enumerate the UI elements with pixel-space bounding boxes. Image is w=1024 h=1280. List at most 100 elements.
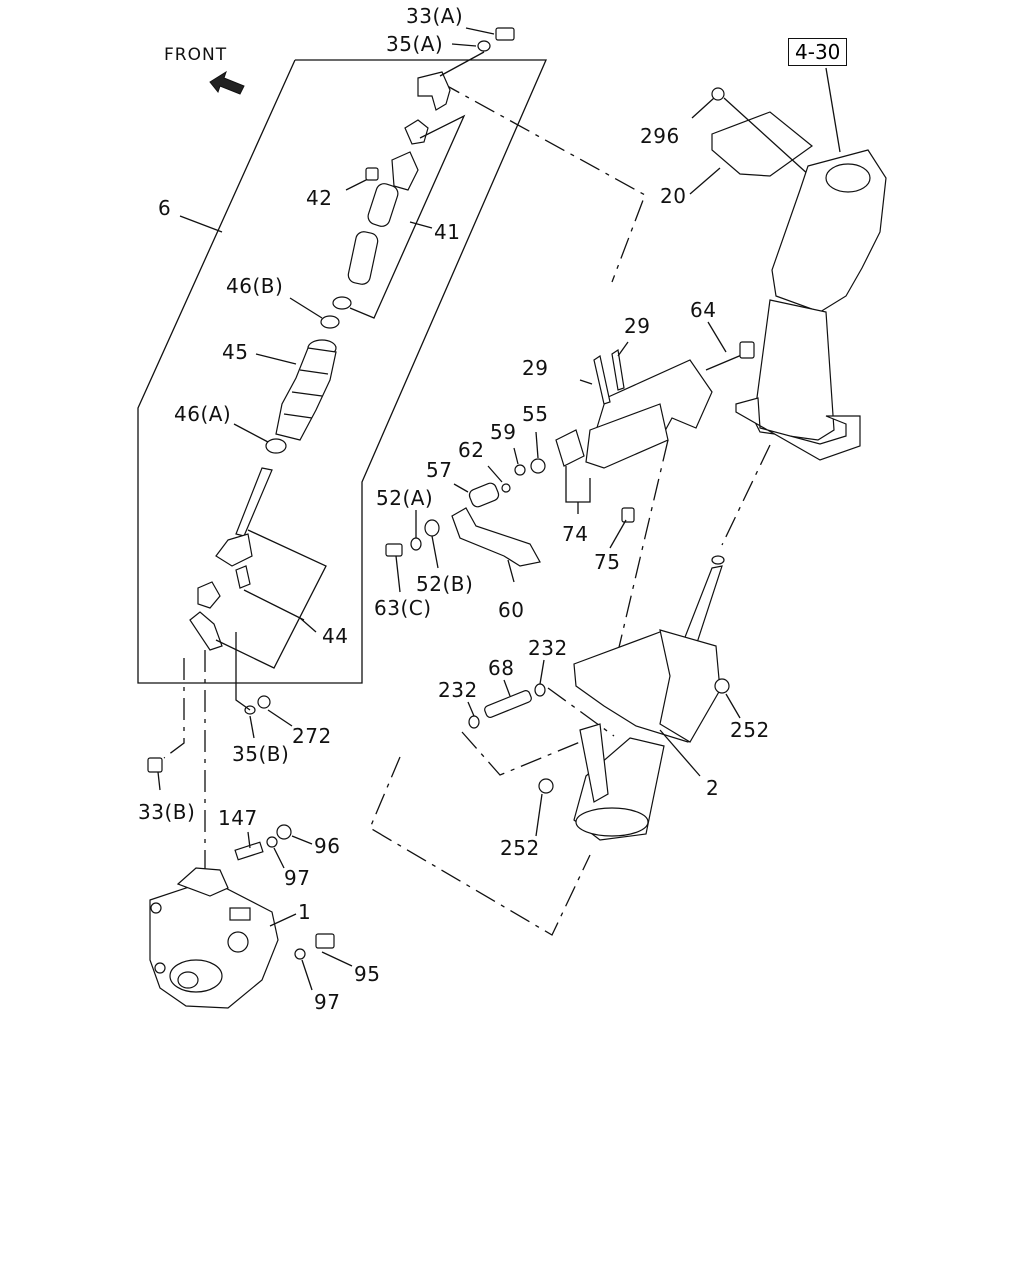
leader-46b xyxy=(289,297,323,319)
leader-2 xyxy=(659,729,701,777)
pump-1 xyxy=(149,867,279,1009)
callout-55[interactable]: 55 xyxy=(522,402,549,426)
callout-232-left[interactable]: 232 xyxy=(438,678,478,702)
washer-97a xyxy=(266,836,278,848)
callout-41[interactable]: 41 xyxy=(434,220,461,244)
washer-62 xyxy=(501,483,511,493)
pedal-arm-60 xyxy=(451,507,541,567)
callout-64[interactable]: 64 xyxy=(690,298,717,322)
callout-33b[interactable]: 33(B) xyxy=(138,800,196,824)
callout-96[interactable]: 96 xyxy=(314,834,341,858)
callout-35a[interactable]: 35(A) xyxy=(386,32,444,56)
upper-joint xyxy=(320,71,451,329)
callout-97-upper[interactable]: 97 xyxy=(284,866,311,890)
callout-52a[interactable]: 52(A) xyxy=(376,486,434,510)
bolt-75 xyxy=(621,507,635,523)
leader-6 xyxy=(179,215,223,233)
callout-272[interactable]: 272 xyxy=(292,724,332,748)
leader-46a xyxy=(233,423,269,443)
lower-shaft xyxy=(189,467,273,651)
callout-60[interactable]: 60 xyxy=(498,598,525,622)
leader-4-30 xyxy=(825,67,841,153)
dash-line-rod xyxy=(615,439,669,661)
callout-35b[interactable]: 35(B) xyxy=(232,742,290,766)
callout-252-right[interactable]: 252 xyxy=(730,718,770,742)
washer-97b xyxy=(294,948,306,960)
boot-45 xyxy=(265,339,337,454)
bracket-41 xyxy=(349,114,466,319)
callout-20[interactable]: 20 xyxy=(660,184,687,208)
dash-line-column xyxy=(721,444,771,546)
pedal-bracket xyxy=(555,348,713,469)
callout-6[interactable]: 6 xyxy=(158,196,172,220)
callout-52b[interactable]: 52(B) xyxy=(416,572,474,596)
callout-2[interactable]: 2 xyxy=(706,776,720,800)
callout-97-lower[interactable]: 97 xyxy=(314,990,341,1014)
bracket-44 xyxy=(215,529,327,669)
dash-line-232-b xyxy=(547,687,615,737)
callout-75[interactable]: 75 xyxy=(594,550,621,574)
callout-45[interactable]: 45 xyxy=(222,340,249,364)
nut-272 xyxy=(257,695,271,709)
washer-55 xyxy=(530,458,546,474)
callout-1[interactable]: 1 xyxy=(298,900,312,924)
callout-95[interactable]: 95 xyxy=(354,962,381,986)
bracket-44-b xyxy=(243,589,305,621)
dash-line-232 xyxy=(461,731,581,776)
clip-232b xyxy=(468,715,480,729)
callout-63c[interactable]: 63(C) xyxy=(374,596,432,620)
callout-62[interactable]: 62 xyxy=(458,438,485,462)
leader-42 xyxy=(345,177,371,191)
callout-74[interactable]: 74 xyxy=(562,522,589,546)
washer-35a xyxy=(477,40,491,52)
cover-20 xyxy=(711,111,813,177)
nut-252b xyxy=(538,778,554,794)
dash-line-top-right xyxy=(439,81,646,283)
group-6-outline xyxy=(137,59,547,684)
callout-59[interactable]: 59 xyxy=(490,420,517,444)
bolt-42 xyxy=(365,167,379,181)
dash-line-center-left xyxy=(163,658,185,759)
callout-33a[interactable]: 33(A) xyxy=(406,4,464,28)
bolt-63c xyxy=(385,543,403,557)
callout-68[interactable]: 68 xyxy=(488,656,515,680)
front-arrow-icon xyxy=(209,70,245,95)
bolt-95 xyxy=(315,933,335,949)
bolt-33a xyxy=(465,27,515,41)
callout-57[interactable]: 57 xyxy=(426,458,453,482)
nut-96 xyxy=(276,824,292,840)
callout-46a[interactable]: 46(A) xyxy=(174,402,232,426)
callout-42[interactable]: 42 xyxy=(306,186,333,210)
leader-45 xyxy=(255,353,297,365)
callout-252-lower[interactable]: 252 xyxy=(500,836,540,860)
front-label: FRONT xyxy=(164,45,228,65)
callout-44[interactable]: 44 xyxy=(322,624,349,648)
washer-52b xyxy=(424,519,440,537)
dash-line-lower xyxy=(369,756,591,936)
leader-41 xyxy=(409,221,433,229)
callout-46b[interactable]: 46(B) xyxy=(226,274,284,298)
clip-232a xyxy=(534,683,546,697)
column-housing xyxy=(735,149,887,461)
stud-147 xyxy=(234,841,264,861)
bracket-74 xyxy=(565,466,591,503)
leader-1 xyxy=(269,913,297,927)
washer-52a xyxy=(410,537,422,551)
sleeve-57 xyxy=(468,482,500,508)
clip-296 xyxy=(711,87,725,101)
callout-29-right[interactable]: 29 xyxy=(624,314,651,338)
lower-column-2 xyxy=(573,555,725,841)
washer-59 xyxy=(514,464,526,476)
reference-box[interactable]: 4-30 xyxy=(788,38,848,66)
pin-68 xyxy=(484,690,532,718)
nut-252a xyxy=(714,678,730,694)
leader-44 xyxy=(299,617,317,633)
callout-147[interactable]: 147 xyxy=(218,806,258,830)
callout-296[interactable]: 296 xyxy=(640,124,680,148)
bolt-33b xyxy=(147,757,163,773)
callout-29-left[interactable]: 29 xyxy=(522,356,549,380)
bolt-64 xyxy=(705,341,755,371)
callout-232-right[interactable]: 232 xyxy=(528,636,568,660)
